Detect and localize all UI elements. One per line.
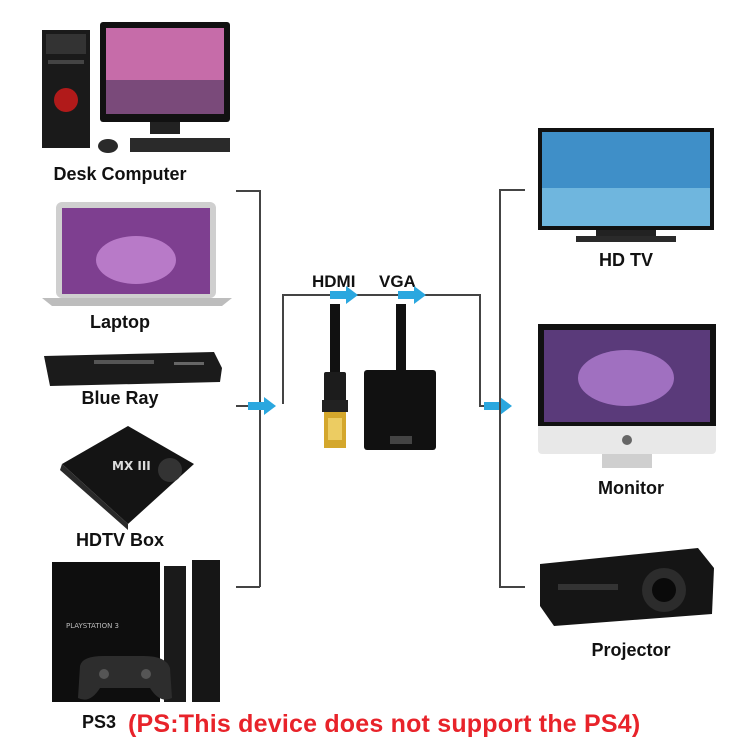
hdmi-arrow-icon — [330, 286, 358, 304]
hdmi-label: HDMI — [312, 272, 356, 291]
centre-top-line — [282, 294, 480, 296]
box-brand-text: MX III — [112, 459, 151, 473]
hd-tv-image — [538, 128, 714, 242]
projector-label: Projector — [591, 640, 671, 660]
right-bracket-vertical — [499, 189, 501, 587]
laptop-image — [42, 202, 232, 306]
ps4-warning-note: (PS:This device does not support the PS4… — [128, 710, 641, 738]
monitor-label: Monitor — [598, 478, 664, 498]
blue-ray-image — [44, 352, 222, 386]
centre-right-vertical — [479, 294, 481, 406]
left-bracket-top — [236, 190, 260, 192]
left-arrow-icon — [248, 397, 276, 415]
desk-computer-image — [42, 22, 230, 153]
right-bracket-bottom — [499, 586, 525, 588]
hd-tv-label: HD TV — [599, 250, 653, 270]
hdtv-box-image: MX III — [60, 426, 194, 530]
centre-left-vertical — [282, 294, 284, 404]
desk-computer-label: Desk Computer — [53, 164, 187, 184]
projector-image — [540, 548, 714, 626]
hdtv-box-label: HDTV Box — [75, 530, 164, 550]
left-bracket-vertical — [259, 190, 261, 587]
blue-ray-label: Blue Ray — [81, 388, 159, 408]
hdmi-vga-adapter-image — [322, 304, 436, 450]
right-bracket-top — [499, 189, 525, 191]
right-arrow-icon — [484, 397, 512, 415]
laptop-label: Laptop — [90, 312, 150, 332]
monitor-image — [538, 324, 716, 468]
console-brand-text: PLAYSTATION 3 — [66, 622, 119, 630]
vga-arrow-icon — [398, 286, 426, 304]
left-bracket-bottom — [236, 586, 260, 588]
ps3-image: PLAYSTATION 3 — [52, 560, 220, 702]
vga-label: VGA — [379, 272, 416, 291]
ps3-label: PS3 — [82, 712, 117, 732]
